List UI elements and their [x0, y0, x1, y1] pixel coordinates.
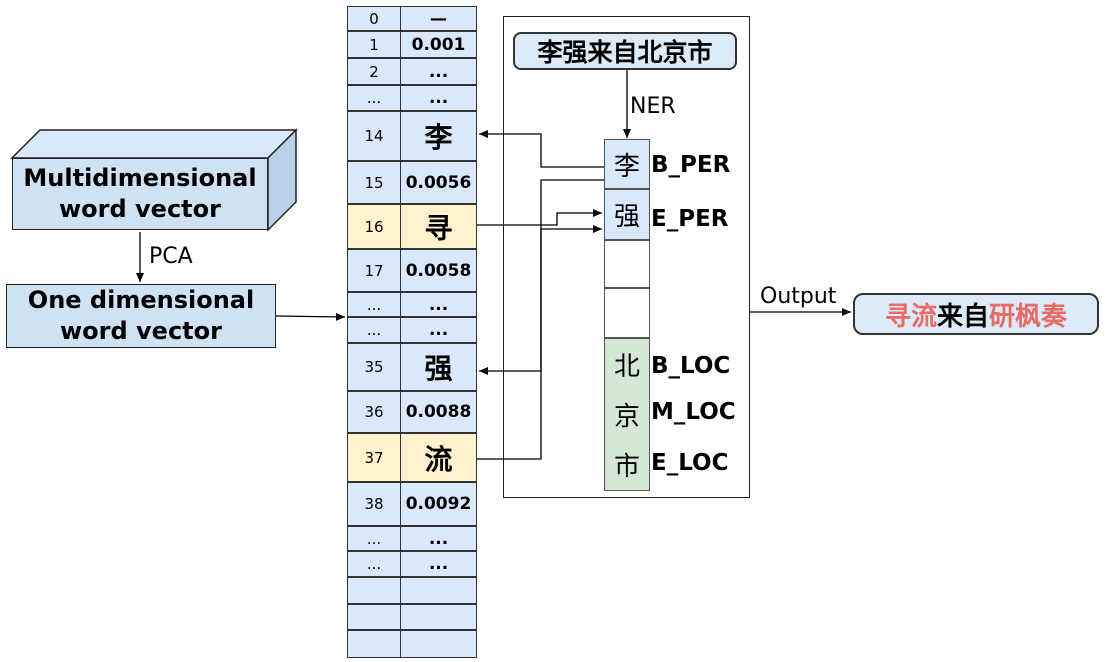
table-row: ... ...	[347, 317, 477, 343]
row-index: 17	[347, 249, 400, 292]
row-value: 李	[400, 111, 477, 161]
row-value: ...	[400, 526, 477, 551]
output-sentence: 寻流来自研枫奏	[853, 293, 1099, 335]
table-row	[347, 577, 477, 604]
row-value: 0.0056	[400, 161, 477, 204]
liu-link-arrow	[477, 225, 602, 460]
tag-label: M_LOC	[651, 399, 736, 425]
token-cell: 京	[613, 401, 640, 432]
xun-link-arrow	[477, 209, 602, 226]
table-row: 37 流	[347, 433, 477, 482]
row-value: ...	[400, 85, 477, 111]
tag-label: E_LOC	[651, 450, 729, 476]
token-cell: 市	[613, 452, 640, 483]
li-link-arrow	[479, 130, 604, 168]
row-index: 37	[347, 433, 400, 482]
row-value: ...	[400, 292, 477, 317]
row-index: ...	[347, 317, 400, 343]
one-dimensional-vector-box: One dimensional word vector	[6, 284, 276, 348]
row-value	[400, 630, 477, 658]
row-value	[400, 604, 477, 630]
row-index: 0	[347, 6, 400, 31]
table-row: 0 —	[347, 6, 477, 31]
table-row: 35 强	[347, 343, 477, 391]
one-box-line2: word vector	[60, 317, 222, 345]
input-sentence: 李强来自北京市	[513, 32, 737, 70]
output-part-2: 来自	[936, 301, 989, 332]
table-row: 14 李	[347, 111, 477, 161]
multidimensional-vector-box: Multidimensional word vector	[12, 158, 268, 230]
output-label: Output	[760, 284, 837, 309]
table-row	[347, 604, 477, 630]
token-cell: 李	[604, 139, 650, 189]
row-index: 35	[347, 343, 400, 391]
row-index: 16	[347, 204, 400, 249]
table-row: 17 0.0058	[347, 249, 477, 292]
row-index: 38	[347, 482, 400, 526]
table-row: ... ...	[347, 551, 477, 577]
row-index	[347, 630, 400, 658]
table-row: 38 0.0092	[347, 482, 477, 526]
ner-label: NER	[630, 94, 676, 119]
table-row: ... ...	[347, 85, 477, 111]
tag-label: B_LOC	[651, 353, 731, 379]
output-part-3: 研枫奏	[989, 301, 1068, 332]
table-row: 2 ...	[347, 58, 477, 85]
row-value: 0.0058	[400, 249, 477, 292]
box3d-top-face	[10, 129, 298, 159]
tag-label: E_PER	[651, 206, 729, 232]
location-token-group: 北 京 市	[604, 338, 650, 491]
row-value: 0.0092	[400, 482, 477, 526]
row-value: 寻	[400, 204, 477, 249]
row-index: 15	[347, 161, 400, 204]
row-value: 流	[400, 433, 477, 482]
table-row: 36 0.0088	[347, 391, 477, 433]
row-index: ...	[347, 85, 400, 111]
row-value: ...	[400, 317, 477, 343]
token-cell	[604, 288, 650, 338]
row-value	[400, 577, 477, 604]
row-value: 0.001	[400, 31, 477, 58]
tag-label: B_PER	[651, 152, 731, 178]
box3d-side-face	[267, 128, 297, 232]
table-row: ... ...	[347, 292, 477, 317]
token-cell: 北	[613, 351, 640, 382]
table-row: ... ...	[347, 526, 477, 551]
row-index: 1	[347, 31, 400, 58]
row-index: ...	[347, 292, 400, 317]
row-index: 14	[347, 111, 400, 161]
row-value: ...	[400, 551, 477, 577]
multi-box-line1: Multidimensional	[23, 164, 257, 192]
row-index: 36	[347, 391, 400, 433]
vocabulary-table: 0 — 1 0.001 2 ... ... ... 14 李 15 0.0056…	[347, 6, 477, 658]
pca-label: PCA	[149, 244, 193, 269]
row-index: 2	[347, 58, 400, 85]
table-row: 15 0.0056	[347, 161, 477, 204]
row-index: ...	[347, 551, 400, 577]
multi-box-line2: word vector	[59, 195, 221, 223]
row-index	[347, 577, 400, 604]
table-row: 16 寻	[347, 204, 477, 249]
ner-panel	[503, 16, 750, 498]
one-box-line1: One dimensional	[27, 286, 255, 314]
token-cell: 强	[604, 189, 650, 240]
row-value: 强	[400, 343, 477, 391]
table-row	[347, 630, 477, 658]
row-value: 0.0088	[400, 391, 477, 433]
row-value: —	[400, 6, 477, 31]
vector-to-table-arrow	[275, 312, 346, 321]
row-index	[347, 604, 400, 630]
row-value: ...	[400, 58, 477, 85]
token-cell	[604, 240, 650, 288]
row-index: ...	[347, 526, 400, 551]
output-part-1: 寻流	[884, 301, 937, 332]
table-row: 1 0.001	[347, 31, 477, 58]
